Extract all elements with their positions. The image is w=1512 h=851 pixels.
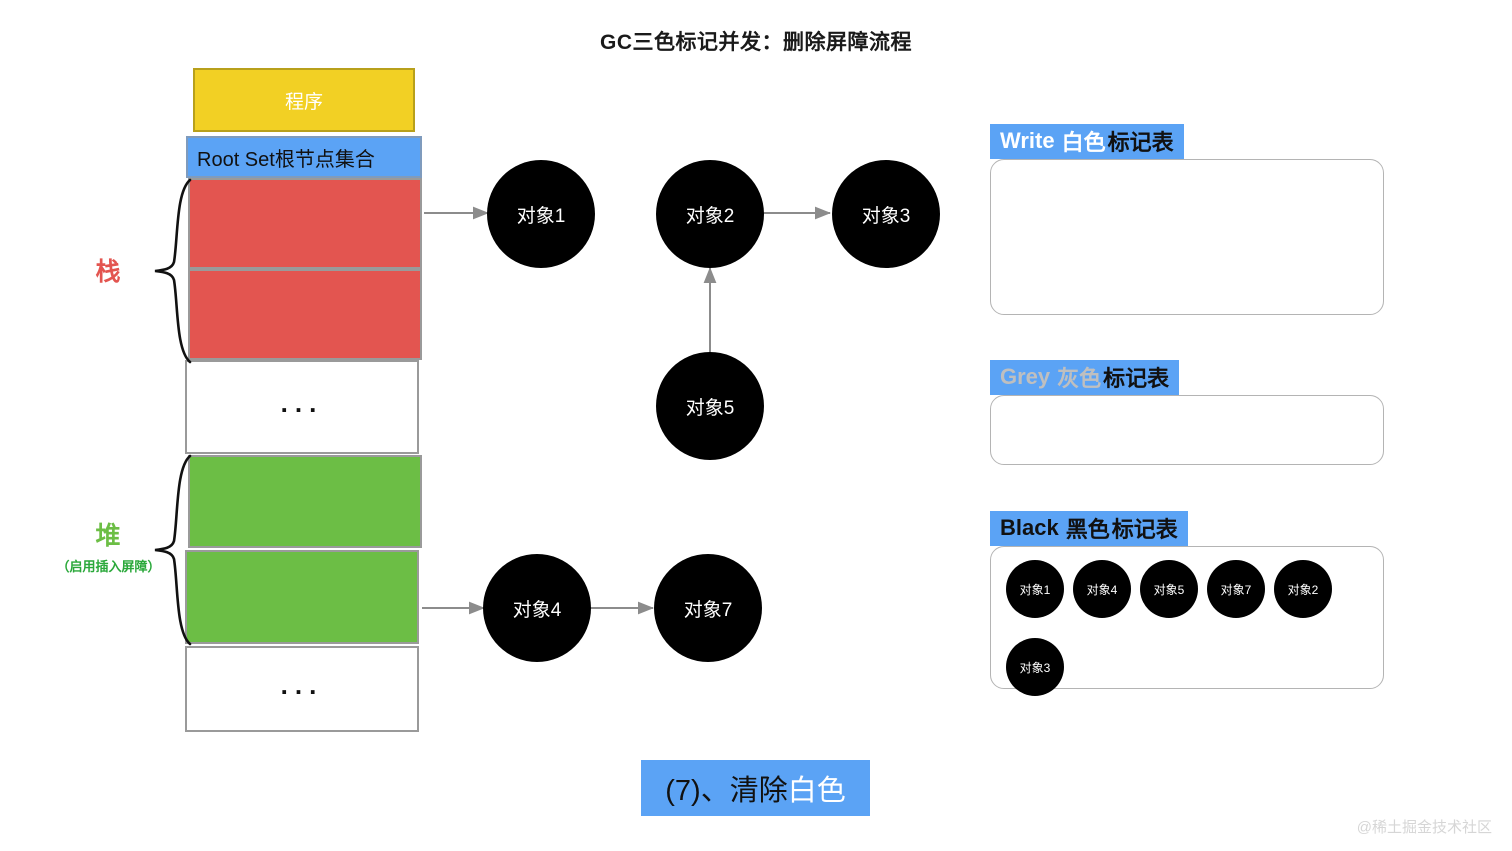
stack-label: 栈 [95, 258, 121, 286]
heap-slot-1 [188, 455, 422, 548]
black-mark-chip-label: 对象2 [1287, 582, 1319, 597]
black-mark-chip[interactable]: 对象1 [1006, 560, 1064, 618]
heap-slot-2 [185, 550, 419, 644]
node-obj2-label: 对象2 [685, 205, 735, 227]
step-caption-prefix: (7)、清除 [665, 775, 788, 807]
program-box: 程序 [193, 68, 415, 132]
stack-slot-2 [188, 269, 422, 360]
node-obj3[interactable]: 对象3 [832, 160, 940, 268]
heap-sublabel: （启用插入屏障） [56, 559, 161, 574]
heap-label: 堆 [95, 522, 121, 550]
white-mark-table-en: Write [1000, 128, 1055, 153]
black-mark-chip-label: 对象4 [1086, 582, 1118, 597]
black-mark-table-items: 对象1 对象4 对象5 对象7 对象2 对象3 [1006, 560, 1371, 696]
watermark: @稀土掘金技术社区 [1356, 819, 1492, 836]
node-obj7-label: 对象7 [683, 599, 733, 621]
node-obj7[interactable]: 对象7 [654, 554, 762, 662]
black-mark-table-color: 黑色 [1065, 517, 1110, 542]
node-obj4-label: 对象4 [512, 599, 562, 621]
white-mark-table-rest: 标记表 [1107, 130, 1174, 155]
node-obj2[interactable]: 对象2 [656, 160, 764, 268]
black-mark-chip[interactable]: 对象5 [1140, 560, 1198, 618]
node-obj4[interactable]: 对象4 [483, 554, 591, 662]
stack-ellipsis-dots: ... [280, 387, 324, 418]
black-mark-chip-label: 对象5 [1153, 582, 1185, 597]
black-mark-table-en: Black [1000, 515, 1059, 540]
heap-ellipsis-dots: ... [280, 669, 324, 700]
black-mark-table-header: Black 黑色 标记表 [990, 511, 1188, 546]
grey-mark-table-header: Grey 灰色 标记表 [990, 360, 1180, 395]
node-obj5-label: 对象5 [685, 397, 735, 419]
stack-slot-1 [188, 178, 422, 269]
step-caption: (7)、清除 白色 [641, 760, 870, 816]
node-obj1[interactable]: 对象1 [487, 160, 595, 268]
white-mark-table-box[interactable] [990, 159, 1384, 315]
white-mark-table-header: Write 白色 标记表 [990, 124, 1184, 159]
heap-brace [150, 452, 196, 648]
root-set-box: Root Set根节点集合 [186, 136, 422, 178]
black-mark-chip[interactable]: 对象3 [1006, 638, 1064, 696]
grey-mark-table-en: Grey [1000, 364, 1051, 389]
black-mark-chip-label: 对象7 [1220, 582, 1252, 597]
node-obj5[interactable]: 对象5 [656, 352, 764, 460]
page-title: GC三色标记并发：删除屏障流程 [600, 31, 912, 54]
step-caption-highlight: 白色 [787, 775, 846, 807]
black-mark-chip-label: 对象3 [1019, 660, 1051, 675]
grey-mark-table-box[interactable] [990, 395, 1384, 465]
grey-mark-table-rest: 标记表 [1103, 366, 1170, 391]
node-obj3-label: 对象3 [861, 205, 911, 227]
root-set-label: Root Set根节点集合 [197, 148, 375, 171]
stack-brace [150, 176, 196, 366]
black-mark-chip[interactable]: 对象4 [1073, 560, 1131, 618]
heap-ellipsis-slot: ... [185, 646, 419, 732]
black-mark-chip[interactable]: 对象2 [1274, 560, 1332, 618]
node-obj1-label: 对象1 [516, 205, 566, 227]
black-mark-table-rest: 标记表 [1111, 517, 1178, 542]
program-label: 程序 [284, 91, 323, 113]
black-mark-chip[interactable]: 对象7 [1207, 560, 1265, 618]
black-mark-chip-label: 对象1 [1019, 582, 1051, 597]
grey-mark-table-color: 灰色 [1057, 366, 1102, 391]
white-mark-table-color: 白色 [1061, 130, 1106, 155]
stack-ellipsis-slot: ... [185, 360, 419, 454]
